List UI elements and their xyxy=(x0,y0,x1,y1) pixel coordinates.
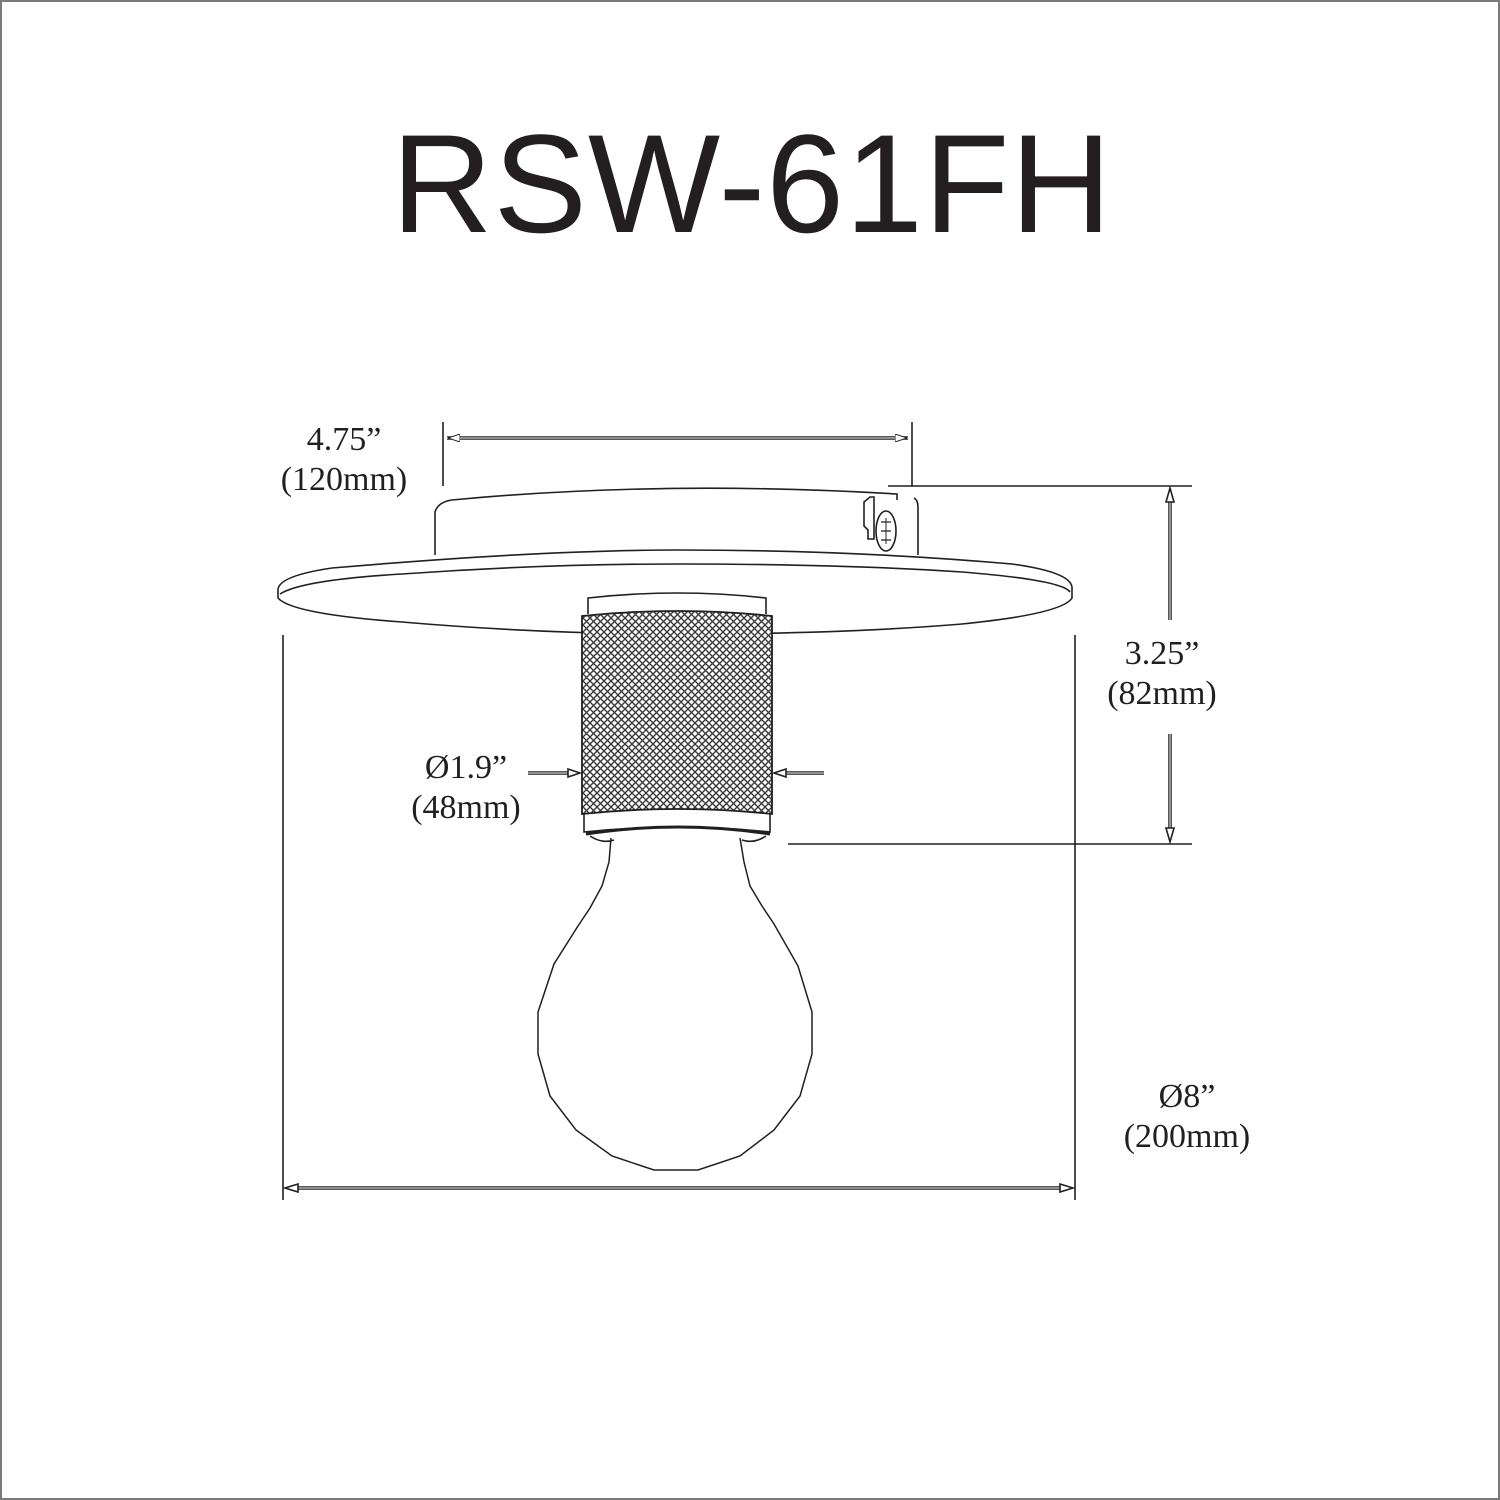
backplate xyxy=(434,487,919,555)
canopy-diameter-label: Ø8” (200mm) xyxy=(1107,1077,1267,1157)
backplate-width-metric: (120mm) xyxy=(280,461,408,498)
mounting-screw xyxy=(863,496,897,552)
height-dimension xyxy=(1164,485,1176,845)
socket-diameter-metric: (48mm) xyxy=(411,789,521,826)
height-label: 3.25” (82mm) xyxy=(1082,634,1242,714)
canopy-diameter-imperial: Ø8” xyxy=(1158,1078,1216,1115)
socket-diameter-imperial: Ø1.9” xyxy=(424,749,508,786)
backplate-width-imperial: 4.75” xyxy=(306,421,382,458)
canopy-diameter-dimension xyxy=(282,635,1076,1200)
knurled-socket xyxy=(581,592,773,843)
backplate-width-dimension xyxy=(442,422,913,486)
canopy-diameter-metric: (200mm) xyxy=(1123,1118,1251,1155)
backplate-width-label: 4.75” (120mm) xyxy=(264,420,424,500)
light-bulb xyxy=(537,837,813,1171)
height-imperial: 3.25” xyxy=(1124,635,1200,672)
socket-diameter-label: Ø1.9” (48mm) xyxy=(396,748,536,828)
height-metric: (82mm) xyxy=(1107,675,1217,712)
product-model-title: RSW-61FH xyxy=(391,105,1113,262)
socket-diameter-dimension xyxy=(528,767,824,779)
